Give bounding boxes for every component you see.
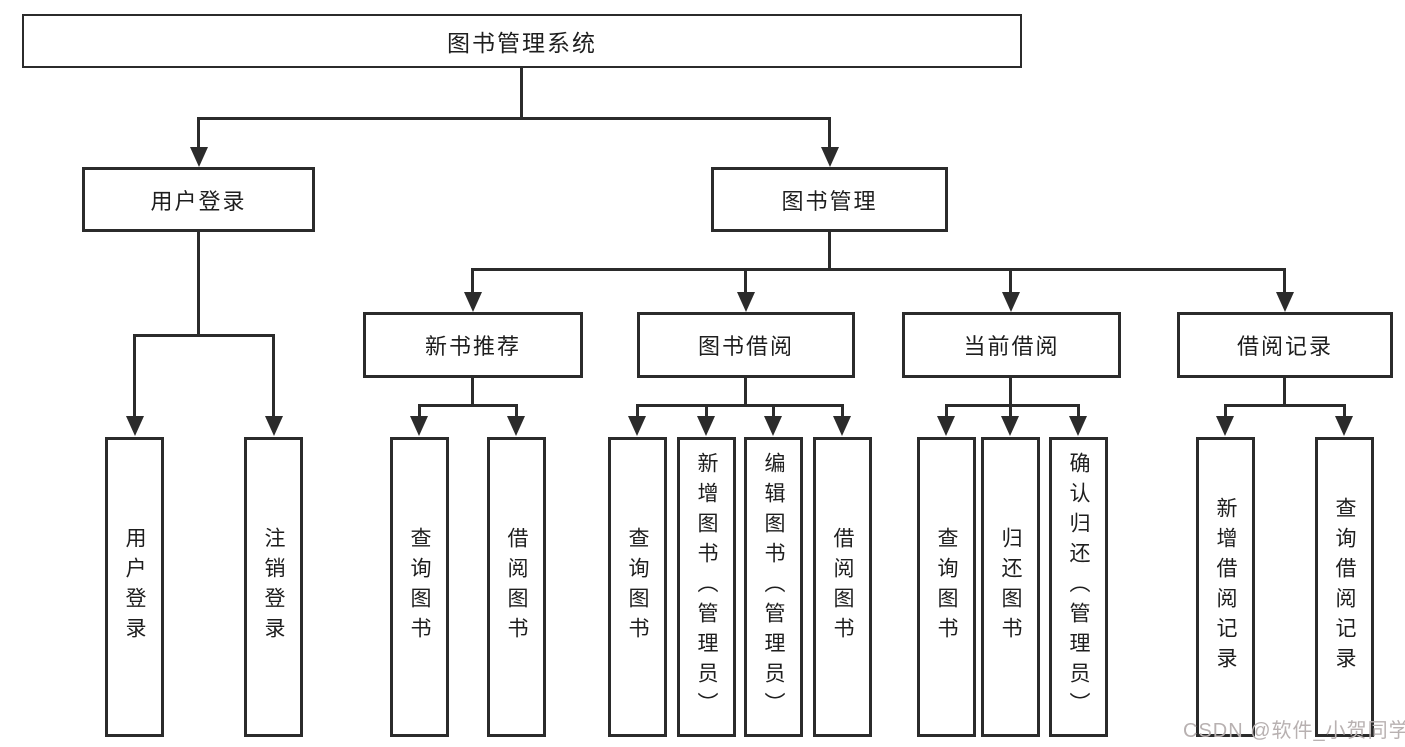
connector-stem-leaf [1009,268,1012,294]
connector-stem-leaf [1224,404,1227,418]
leaf-edit-book-admin: 编辑图书（管理员） [744,437,803,737]
csdn-watermark: CSDN @软件_小贺同学 [1183,720,1405,742]
connector-stem-leaf [945,404,948,418]
connector-stem-leaf [705,404,708,418]
connector-current-borrow-stem [1009,377,1012,406]
node-current-borrow-label: 当前借阅 [963,334,1060,359]
arrow-down-icon [821,147,839,167]
arrow-down-icon [1002,292,1020,312]
node-book-borrow-label: 图书借阅 [697,334,794,359]
arrow-down-icon [126,416,144,436]
leaf-query-book-1: 查询图书 [390,437,449,737]
node-borrow-record-label: 借阅记录 [1236,334,1333,359]
node-borrow-record: 借阅记录 [1177,312,1393,378]
arrow-down-icon [1001,416,1019,436]
connector-borrow-record-stem [1283,377,1286,406]
node-book-borrow: 图书借阅 [637,312,855,378]
leaf-query-book-3: 查询图书 [917,437,976,737]
leaf-add-borrow-record: 新增借阅记录 [1196,437,1255,737]
node-user-login-label: 用户登录 [150,188,247,214]
connector-stem-user-login [197,117,200,149]
connector-stem-leaf [744,268,747,294]
arrow-down-icon [265,416,283,436]
arrow-down-icon [464,292,482,312]
node-book-mgmt-label: 图书管理 [781,188,878,214]
node-current-borrow: 当前借阅 [902,312,1121,378]
connector-user-login-stem [197,232,200,336]
leaf-label: 借阅图书 [831,527,854,647]
connector-root-stem [520,68,523,119]
leaf-label: 查询图书 [626,527,649,647]
leaf-user-login: 用户登录 [105,437,164,737]
connector-stem-leaf [471,268,474,294]
leaf-query-borrow-record: 查询借阅记录 [1315,437,1374,737]
connector-stem-book-mgmt [828,117,831,149]
leaf-label: 新增借阅记录 [1214,497,1237,677]
leaf-label: 归还图书 [999,527,1022,647]
leaf-label: 借阅图书 [505,527,528,647]
leaf-add-book-admin: 新增图书（管理员） [677,437,736,737]
connector-stem-leaf [1283,268,1286,294]
node-user-login: 用户登录 [82,167,315,232]
leaf-label: 查询借阅记录 [1333,497,1356,677]
connector-user-login-rail [133,334,275,337]
leaf-label: 确认归还（管理员） [1067,452,1090,722]
arrow-down-icon [507,416,525,436]
leaf-label: 编辑图书（管理员） [762,452,785,722]
connector-stem-leaf [1343,404,1346,418]
arrow-down-icon [697,416,715,436]
leaf-label: 新增图书（管理员） [695,452,718,722]
arrow-down-icon [937,416,955,436]
arrow-down-icon [764,416,782,436]
connector-stem-leaf [772,404,775,418]
connector-book-mgmt-stem [828,232,831,269]
node-book-mgmt: 图书管理 [711,167,948,232]
leaf-label: 用户登录 [123,527,146,647]
connector-current-borrow-rail [945,404,1080,407]
connector-stem-leaf [636,404,639,418]
leaf-borrow-book-2: 借阅图书 [813,437,872,737]
arrow-down-icon [410,416,428,436]
leaf-label: 查询图书 [408,527,431,647]
leaf-label: 注销登录 [262,527,285,647]
node-root-label: 图书管理系统 [447,30,597,56]
connector-stem-leaf [1009,404,1012,418]
arrow-down-icon [737,292,755,312]
connector-borrow-record-rail [1224,404,1346,407]
connector-book-borrow-rail [636,404,844,407]
leaf-label: 查询图书 [935,527,958,647]
connector-new-book-stem [471,377,474,406]
leaf-borrow-book-1: 借阅图书 [487,437,546,737]
connector-new-book-rail [418,404,518,407]
arrow-down-icon [628,416,646,436]
arrow-down-icon [1335,416,1353,436]
leaf-confirm-return-admin: 确认归还（管理员） [1049,437,1108,737]
leaf-logout: 注销登录 [244,437,303,737]
node-root: 图书管理系统 [22,14,1022,68]
connector-stem-leaf [272,334,275,416]
connector-stem-leaf [418,404,421,418]
node-new-book-recommend-label: 新书推荐 [424,334,521,359]
leaf-query-book-2: 查询图书 [608,437,667,737]
connector-stem-leaf [133,334,136,416]
arrow-down-icon [1069,416,1087,436]
arrow-down-icon [190,147,208,167]
connector-stem-leaf [1077,404,1080,418]
arrow-down-icon [1216,416,1234,436]
connector-stem-leaf [841,404,844,418]
connector-book-borrow-stem [744,377,747,406]
leaf-return-book: 归还图书 [981,437,1040,737]
node-new-book-recommend: 新书推荐 [363,312,583,378]
connector-level3-rail [471,268,1286,271]
connector-stem-leaf [515,404,518,418]
connector-level2-rail [197,117,831,120]
arrow-down-icon [1276,292,1294,312]
arrow-down-icon [833,416,851,436]
